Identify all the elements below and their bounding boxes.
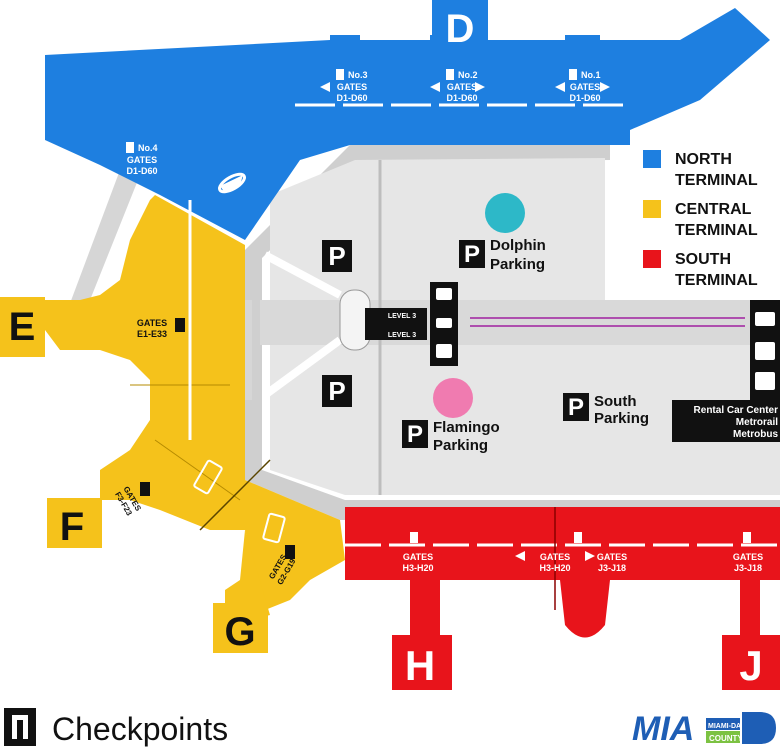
svg-text:GATES: GATES [137,318,167,328]
svg-text:TERMINAL: TERMINAL [675,272,758,289]
concourse-markers[interactable]: D E F G H J [0,0,780,690]
south-parking-name: South [594,393,637,410]
svg-text:GATES: GATES [570,82,600,92]
checkpoint-labels: No.3 GATES D1-D60 No.2 GATES D1-D60 No.1… [113,69,763,586]
svg-text:GATES: GATES [337,82,367,92]
terminal-legend: NORTH TERMINAL CENTRAL TERMINAL SOUTH TE… [643,150,758,289]
checkpoints-label: Checkpoints [52,711,228,747]
svg-text:D1-D60: D1-D60 [446,93,477,103]
svg-text:J3-J18: J3-J18 [734,563,762,573]
svg-text:GATES: GATES [733,552,763,562]
svg-text:Metrobus: Metrobus [733,429,778,440]
north-terminal [45,8,770,240]
concourse-h: H [405,642,435,689]
svg-text:P: P [328,376,345,406]
svg-text:P: P [328,241,345,271]
svg-text:Parking: Parking [594,410,649,427]
svg-text:LEVEL 3: LEVEL 3 [388,332,416,339]
flamingo-icon [433,378,473,418]
rental-car-center[interactable]: Rental Car Center Metrorail Metrobus [672,300,780,442]
svg-text:TERMINAL: TERMINAL [675,172,758,189]
concourse-d: D [446,7,475,51]
svg-text:COUNTY: COUNTY [709,734,743,743]
svg-text:TERMINAL: TERMINAL [675,222,758,239]
concourse-j: J [739,642,762,689]
concourse-e: E [9,305,36,349]
svg-text:P: P [568,394,584,421]
svg-text:GATES: GATES [597,552,627,562]
svg-text:J3-J18: J3-J18 [598,563,626,573]
svg-text:Parking: Parking [433,437,488,454]
svg-text:NORTH: NORTH [675,151,732,168]
svg-text:GATES: GATES [127,155,157,165]
svg-text:Metrorail: Metrorail [736,417,778,428]
svg-text:D1-D60: D1-D60 [336,93,367,103]
svg-text:Parking: Parking [490,256,545,273]
svg-text:E1-E33: E1-E33 [137,329,167,339]
concourse-f: F [60,505,84,549]
concourse-g: G [224,610,255,654]
south-terminal [345,507,780,640]
svg-text:CENTRAL: CENTRAL [675,201,752,218]
flamingo-parking-name: Flamingo [433,419,500,436]
dolphin-icon [485,193,525,233]
svg-text:GATES: GATES [447,82,477,92]
svg-text:P: P [464,241,480,268]
transport-hub: LEVEL 3 LEVEL 3 [365,282,745,366]
svg-text:Rental Car Center: Rental Car Center [694,405,779,416]
svg-text:H3-H20: H3-H20 [539,563,570,573]
central-terminal [45,195,345,620]
parking-labels[interactable]: P P P Dolphin Parking P Flamingo Parking… [322,193,649,454]
dolphin-parking-name: Dolphin [490,237,546,254]
svg-text:No.4: No.4 [138,143,158,153]
svg-text:SOUTH: SOUTH [675,251,731,268]
svg-text:D1-D60: D1-D60 [126,166,157,176]
svg-text:No.2: No.2 [458,70,478,80]
svg-text:H3-H20: H3-H20 [402,563,433,573]
mia-logo: MIA MIAMI-DADE COUNTY [632,710,776,748]
svg-text:D1-D60: D1-D60 [569,93,600,103]
svg-text:GATES: GATES [403,552,433,562]
svg-text:MIAMI-DADE: MIAMI-DADE [708,723,751,730]
svg-text:MIA: MIA [632,710,694,748]
svg-text:No.3: No.3 [348,70,368,80]
svg-text:P: P [407,421,423,448]
checkpoints-legend: Checkpoints [4,708,228,747]
svg-text:LEVEL 3: LEVEL 3 [388,313,416,320]
svg-text:No.1: No.1 [581,70,601,80]
svg-text:GATES: GATES [540,552,570,562]
